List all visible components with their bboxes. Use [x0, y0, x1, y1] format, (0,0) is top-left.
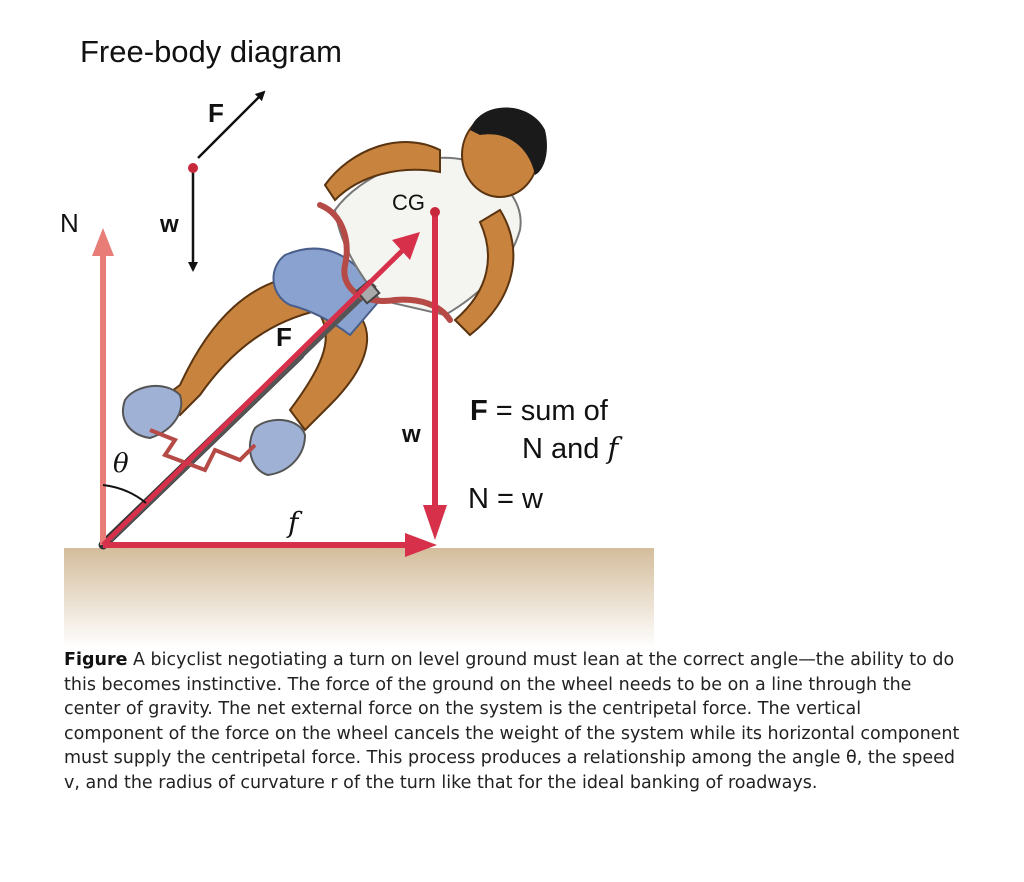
- normal-force-label: N: [60, 208, 79, 238]
- free-body-figure: Free-body diagram F w: [60, 34, 654, 648]
- friction-force-arrowhead: [405, 533, 437, 557]
- cyclist: [122, 107, 547, 477]
- mini-point: [188, 163, 198, 173]
- weight-label: w: [401, 421, 421, 448]
- equation-line-2: N and f: [522, 431, 623, 465]
- bike-force-arrow: [101, 246, 407, 547]
- normal-force-arrowhead: [92, 228, 114, 256]
- angle-arc: [102, 484, 147, 504]
- front-shoe: [248, 418, 307, 477]
- pedal-crank: [149, 428, 257, 473]
- figure-caption: Figure A bicyclist negotiating a turn on…: [64, 648, 964, 795]
- friction-force-label: f: [286, 506, 303, 539]
- caption-label: Figure: [64, 650, 128, 670]
- front-arm: [453, 208, 515, 337]
- cg-point: [430, 207, 440, 217]
- rear-arm: [323, 141, 441, 202]
- cg-label: CG: [392, 190, 425, 215]
- caption-text: A bicyclist negotiating a turn on level …: [64, 650, 960, 793]
- equation-line-1: F = sum of: [470, 395, 609, 427]
- equations: F = sum of N and f N = w: [468, 395, 623, 515]
- equation-line-3: N = w: [468, 483, 544, 515]
- bike-force-arrowhead: [392, 232, 420, 260]
- angle-label: θ: [113, 449, 129, 479]
- hair: [470, 107, 547, 175]
- ground: [64, 548, 654, 648]
- weight-arrowhead: [423, 505, 447, 540]
- mini-force-label: F: [208, 98, 224, 128]
- diagram-title: Free-body diagram: [80, 34, 342, 69]
- back-shoe: [122, 384, 183, 440]
- bike-force-label: F: [276, 322, 292, 352]
- mini-free-body-diagram: F w: [159, 90, 266, 272]
- mini-weight-label: w: [159, 211, 179, 238]
- handlebar-stem: [355, 279, 381, 305]
- mini-force-arrow: [197, 90, 266, 159]
